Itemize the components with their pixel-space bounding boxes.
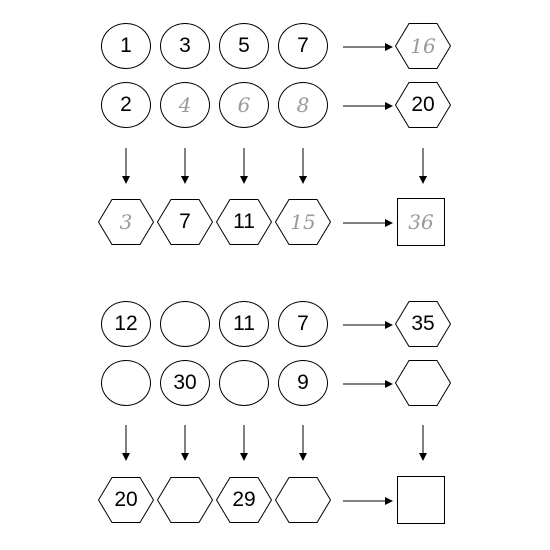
p2-row1-circle-4: 7 bbox=[278, 301, 328, 347]
p1-bottom-hexagon-4-value: 15 bbox=[290, 210, 316, 234]
p1-bottom-hexagon-1-value: 3 bbox=[119, 210, 133, 234]
arrow-down-icon bbox=[417, 425, 429, 466]
p1-row2-circle-1: 2 bbox=[101, 82, 151, 128]
arrow-down-icon bbox=[417, 148, 429, 189]
p2-row2-circle-2-value: 30 bbox=[173, 371, 197, 394]
arrow-right-icon bbox=[343, 318, 393, 336]
p2-row2-hexagon[interactable] bbox=[395, 360, 451, 406]
arrow-right-icon bbox=[343, 494, 393, 512]
arrow-down-icon bbox=[238, 148, 250, 189]
p1-row1-hexagon: 16 bbox=[395, 23, 451, 69]
p1-row1-circle-1-value: 1 bbox=[120, 34, 132, 57]
p1-row1-circle-4-value: 7 bbox=[297, 34, 309, 57]
p2-row1-circle-3: 11 bbox=[219, 301, 269, 347]
p1-row1-hexagon-value: 16 bbox=[410, 34, 436, 58]
p2-row1-hexagon-value: 35 bbox=[411, 312, 435, 335]
p2-bottom-hexagon-1-value: 20 bbox=[114, 488, 138, 511]
p1-row2-circle-4-value: 8 bbox=[296, 93, 310, 117]
p2-bottom-hexagon-1: 20 bbox=[98, 477, 154, 523]
p1-result-square: 36 bbox=[397, 198, 445, 246]
p1-bottom-hexagon-1: 3 bbox=[98, 199, 154, 245]
p2-row1-hexagon: 35 bbox=[395, 301, 451, 347]
arrow-down-icon bbox=[179, 425, 191, 466]
arrow-down-icon bbox=[120, 425, 132, 466]
p2-row2-circle-4-value: 9 bbox=[297, 371, 309, 394]
p1-row1-circle-2-value: 3 bbox=[179, 34, 191, 57]
p2-row2-circle-1[interactable] bbox=[101, 360, 151, 406]
p1-row2-circle-2: 4 bbox=[160, 82, 210, 128]
p1-row2-circle-2-value: 4 bbox=[178, 93, 192, 117]
p2-row1-circle-2[interactable] bbox=[160, 301, 210, 347]
p2-result-square[interactable] bbox=[397, 476, 445, 524]
p2-row1-circle-1-value: 12 bbox=[114, 312, 138, 335]
arrow-right-icon bbox=[343, 40, 393, 58]
p2-row1-circle-3-value: 11 bbox=[233, 312, 255, 335]
p2-row2-circle-4: 9 bbox=[278, 360, 328, 406]
arrow-down-icon bbox=[179, 148, 191, 189]
arrow-down-icon bbox=[238, 425, 250, 466]
p1-row1-circle-3: 5 bbox=[219, 23, 269, 69]
p2-row1-circle-4-value: 7 bbox=[297, 312, 309, 335]
p2-bottom-hexagon-2[interactable] bbox=[157, 477, 213, 523]
p1-row1-circle-4: 7 bbox=[278, 23, 328, 69]
p1-row1-circle-2: 3 bbox=[160, 23, 210, 69]
p2-bottom-hexagon-4[interactable] bbox=[275, 477, 331, 523]
arrow-right-icon bbox=[343, 216, 393, 234]
arrow-down-icon bbox=[297, 425, 309, 466]
p1-row2-circle-3: 6 bbox=[219, 82, 269, 128]
p1-bottom-hexagon-4: 15 bbox=[275, 199, 331, 245]
p1-row2-circle-4: 8 bbox=[278, 82, 328, 128]
arrow-down-icon bbox=[120, 148, 132, 189]
p2-bottom-hexagon-3-value: 29 bbox=[232, 488, 256, 511]
p1-bottom-hexagon-2-value: 7 bbox=[179, 210, 191, 233]
arrow-right-icon bbox=[343, 99, 393, 117]
p2-row2-circle-3[interactable] bbox=[219, 360, 269, 406]
p1-row1-circle-1: 1 bbox=[101, 23, 151, 69]
p1-row2-circle-1-value: 2 bbox=[120, 93, 132, 116]
p2-bottom-hexagon-3: 29 bbox=[216, 477, 272, 523]
arrow-right-icon bbox=[343, 377, 393, 395]
p1-row1-circle-3-value: 5 bbox=[238, 34, 250, 57]
p1-row2-circle-3-value: 6 bbox=[237, 93, 251, 117]
p1-bottom-hexagon-3-value: 11 bbox=[233, 210, 255, 233]
p2-row1-circle-1: 12 bbox=[101, 301, 151, 347]
p1-row2-hexagon: 20 bbox=[395, 82, 451, 128]
p2-row2-circle-2: 30 bbox=[160, 360, 210, 406]
p1-bottom-hexagon-2: 7 bbox=[157, 199, 213, 245]
p1-bottom-hexagon-3: 11 bbox=[216, 199, 272, 245]
p1-row2-hexagon-value: 20 bbox=[411, 93, 435, 116]
p1-result-square-value: 36 bbox=[408, 210, 434, 234]
arrow-down-icon bbox=[297, 148, 309, 189]
